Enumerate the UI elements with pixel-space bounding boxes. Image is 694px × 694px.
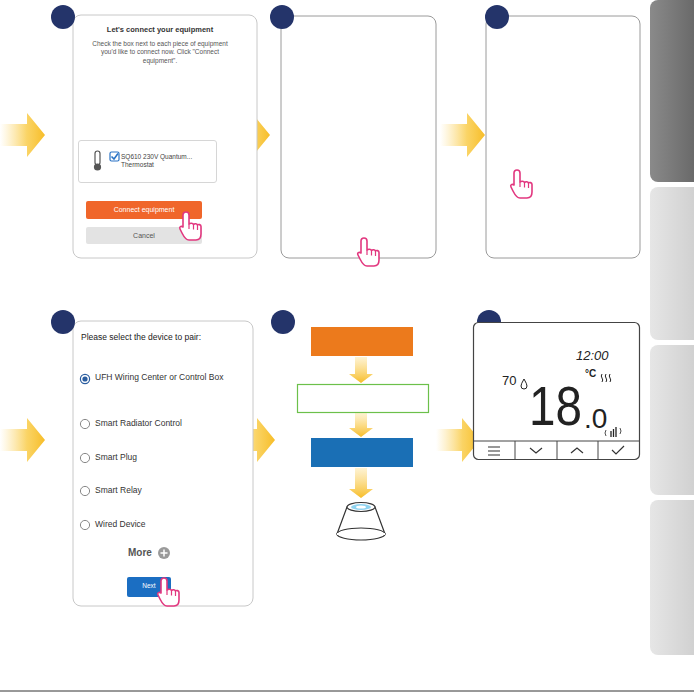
button-label: Next	[142, 582, 155, 590]
flow-arrow	[349, 468, 373, 498]
button-label: Cancel	[133, 231, 155, 240]
thermostat-body	[474, 323, 640, 461]
device-option: Wired Device	[95, 519, 245, 530]
checkbox	[110, 152, 119, 161]
phone-screen	[281, 16, 436, 258]
flow-arrow	[349, 413, 373, 437]
phone-screen	[73, 15, 257, 258]
step-arrow	[440, 113, 485, 157]
screen-title: Let's connect your equipment	[68, 25, 252, 35]
pointer-hand	[511, 170, 532, 198]
temperature-value: 18	[529, 378, 582, 434]
device-option: UFH Wiring Center or Control Box	[95, 372, 235, 383]
secondary-button: Cancel	[86, 227, 202, 244]
next-button: Next	[127, 577, 171, 597]
plus-icon	[158, 547, 170, 559]
pointer-hand	[358, 238, 379, 266]
flow-arrow	[349, 357, 373, 383]
equipment-item: SQ610 230V Quantum... Thermostat	[78, 140, 217, 183]
phone-screen	[73, 321, 253, 606]
device-name: SQ610 230V Quantum... Thermostat	[121, 153, 213, 170]
side-tab	[650, 345, 694, 495]
side-tab	[650, 0, 694, 182]
step-arrow	[0, 113, 45, 157]
thermometer-icon	[94, 151, 101, 171]
device-option: Smart Plug	[95, 452, 245, 463]
gateway-icon	[337, 503, 385, 541]
app-screen: Please select the device to pair: UFH Wir…	[73, 321, 253, 606]
temperature-decimal: .0	[584, 405, 607, 433]
flow-arrows	[349, 357, 373, 498]
radio-buttons	[80, 374, 89, 529]
gateway-box	[311, 438, 413, 467]
more-link: More	[128, 546, 152, 559]
screen-title: Please select the device to pair:	[81, 332, 249, 343]
app-screen: Let's connect your equipmentCheck the bo…	[68, 15, 262, 258]
led-state-box	[298, 385, 429, 413]
button-press-box	[311, 327, 413, 356]
side-tab	[650, 187, 694, 340]
unit-label: °C	[585, 369, 596, 379]
clock-value: 12:00	[576, 349, 609, 362]
button-label: Connect equipment	[114, 205, 175, 214]
step-arrow	[0, 418, 45, 462]
device-option: Smart Radiator Control	[95, 418, 245, 429]
device-option: Smart Relay	[95, 485, 245, 496]
phone-screen	[486, 16, 640, 258]
side-tab	[650, 500, 694, 655]
step-circle	[51, 5, 509, 334]
humidity-value: 70	[502, 374, 516, 387]
thermostat-display: 70 12:00 °C18.0	[473, 322, 640, 441]
page-rule	[0, 691, 694, 692]
screen-instruction: Check the box next to each piece of equi…	[84, 40, 236, 65]
primary-button: Connect equipment	[86, 201, 202, 219]
